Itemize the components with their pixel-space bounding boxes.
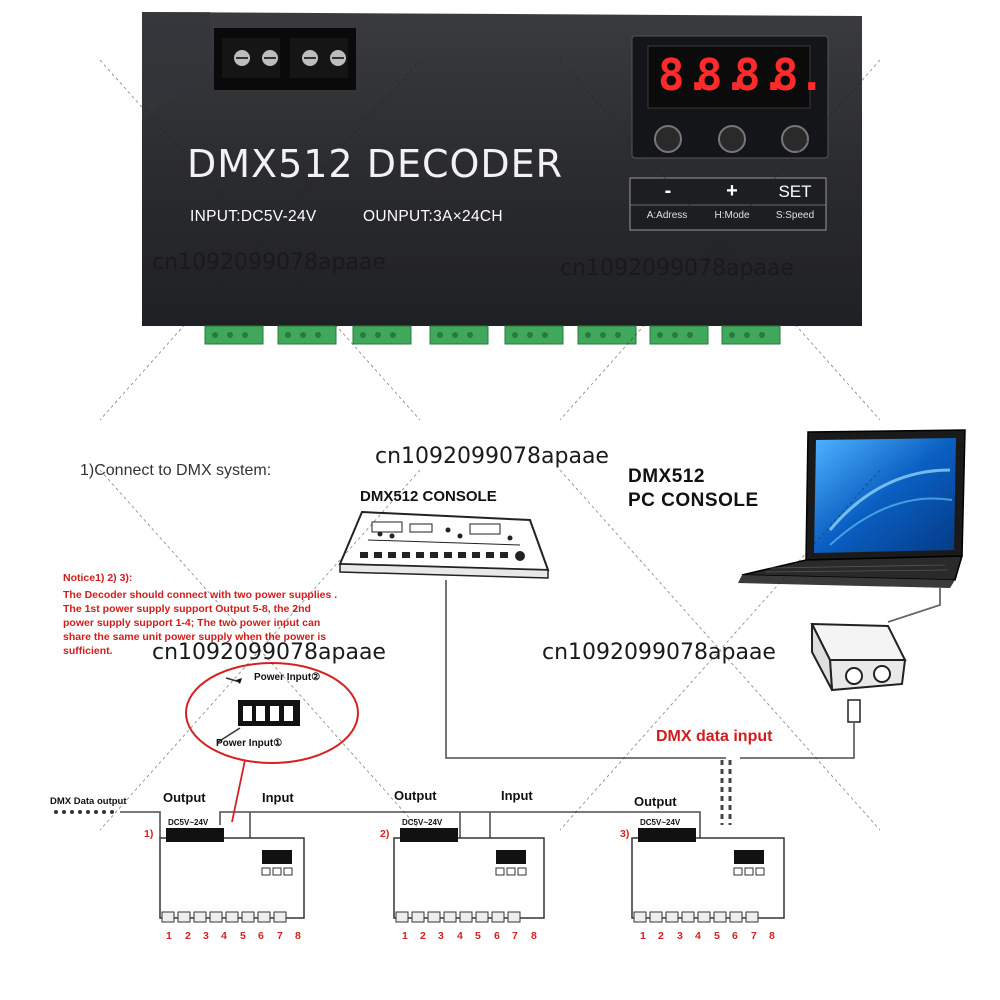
product-title: DMX512 DECODER <box>187 142 564 186</box>
dmx512-console <box>338 510 550 579</box>
console-label: DMX512 CONSOLE <box>360 488 497 505</box>
display-digit: 8. <box>696 50 749 101</box>
display-digit: 8. <box>658 50 711 101</box>
minus-knob <box>654 125 682 153</box>
notice-line: The Decoder should connect with two powe… <box>63 589 338 601</box>
h-mode-label: H:Mode <box>714 210 750 221</box>
output-spec: OUNPUT:3A×24CH <box>363 208 503 225</box>
channel-number: 1 <box>402 930 408 942</box>
channel-number: 8 <box>531 930 537 942</box>
unit-marker: 1) <box>144 828 154 840</box>
watermark-text: cn1092099078apaae <box>560 256 794 281</box>
channel-number: 5 <box>475 930 481 942</box>
watermark-text: cn1092099078apaae <box>375 444 609 469</box>
channel-number: 7 <box>751 930 757 942</box>
decoder-unit-1 <box>159 828 305 923</box>
watermark-text: cn1092099078apaae <box>152 250 386 275</box>
unit-marker: 3) <box>620 828 630 840</box>
channel-number: 3 <box>677 930 683 942</box>
channel-number: 6 <box>258 930 264 942</box>
input-label: Input <box>501 788 533 803</box>
decoder-device <box>142 12 862 345</box>
channel-number: 3 <box>438 930 444 942</box>
set-label: SET <box>778 182 812 201</box>
set-knob <box>781 125 809 153</box>
pc-console-line1: DMX512 <box>628 466 705 487</box>
output-label: Output <box>634 794 677 809</box>
power-terminal-block <box>214 28 356 90</box>
plus-knob <box>718 125 746 153</box>
wiring <box>120 580 941 838</box>
notice-line: The 1st power supply support Output 5-8,… <box>63 603 311 615</box>
channel-number: 6 <box>494 930 500 942</box>
laptop <box>738 429 966 588</box>
dmx-output-dots <box>54 810 114 814</box>
notice-title: Notice1) 2) 3): <box>63 572 133 584</box>
dc-label: DC5V~24V <box>402 818 443 827</box>
channel-number: 4 <box>695 930 701 942</box>
display-digit: 8. <box>734 50 787 101</box>
channel-number: 5 <box>714 930 720 942</box>
power-input-2-label: Power Input② <box>254 672 321 683</box>
seven-segment-display: 8. 8. 8. 8. <box>654 50 825 101</box>
channel-number: 7 <box>277 930 283 942</box>
channel-number: 8 <box>295 930 301 942</box>
notice-line: share the same unit power supply when th… <box>63 631 327 643</box>
output-label: Output <box>163 790 206 805</box>
decoder-unit-3 <box>631 828 785 923</box>
connect-heading: 1)Connect to DMX system: <box>80 462 272 479</box>
input-label: Input <box>262 790 294 805</box>
channel-number: 8 <box>769 930 775 942</box>
address-mode-label: A:Adress <box>646 210 688 221</box>
channel-number: 2 <box>658 930 664 942</box>
channel-number: 7 <box>512 930 518 942</box>
speed-label: S:Speed <box>775 210 815 221</box>
dmx-data-output-label: DMX Data output <box>50 796 127 807</box>
plus-label: + <box>726 180 738 202</box>
output-label: Output <box>394 788 437 803</box>
decoder-unit-2 <box>393 828 545 923</box>
channel-number: 4 <box>457 930 463 942</box>
output-connectors <box>204 325 781 345</box>
channel-number: 4 <box>221 930 227 942</box>
channel-number: 6 <box>732 930 738 942</box>
channel-number: 3 <box>203 930 209 942</box>
dc-label: DC5V~24V <box>640 818 681 827</box>
display-digit: 8. <box>772 50 825 101</box>
channel-number: 5 <box>240 930 246 942</box>
channel-number: 1 <box>640 930 646 942</box>
dmx-data-input-label: DMX data input <box>656 728 773 745</box>
input-spec: INPUT:DC5V-24V <box>190 208 317 225</box>
channel-number: 2 <box>420 930 426 942</box>
minus-label: - <box>664 180 672 202</box>
unit-marker: 2) <box>380 828 390 840</box>
notice-line: power supply support 1-4; The two power … <box>63 617 321 629</box>
watermark-lines <box>99 59 881 831</box>
channel-number: 2 <box>185 930 191 942</box>
channel-number: 1 <box>166 930 172 942</box>
power-input-1-label: Power Input① <box>216 738 283 749</box>
watermark-text: cn1092099078apaae <box>542 640 776 665</box>
notice-line: sufficient. <box>63 645 113 657</box>
dc-label: DC5V~24V <box>168 818 209 827</box>
watermark-text: cn1092099078apaae <box>152 640 386 665</box>
usb-dmx-converter <box>810 622 907 723</box>
pc-console-line2: PC CONSOLE <box>628 490 759 511</box>
